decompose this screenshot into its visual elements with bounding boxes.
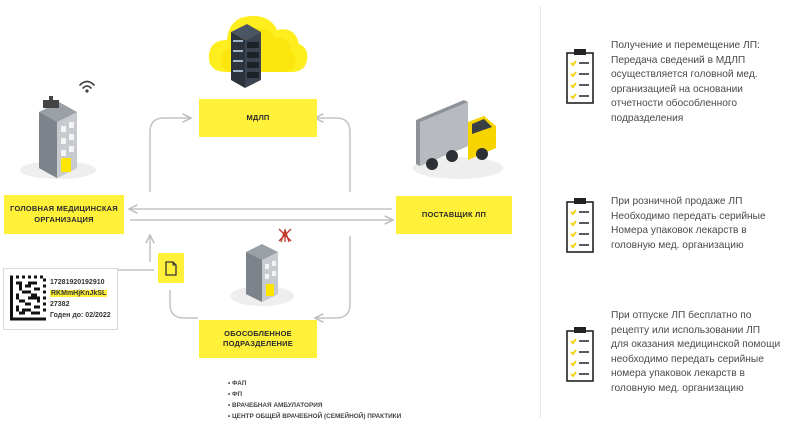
datamatrix-icon <box>10 275 46 321</box>
arrow-head-to-mdlp <box>149 118 190 192</box>
building-icon <box>230 244 294 306</box>
branch-types-list: ФАП ФП ВРАЧЕБНАЯ АМБУЛАТОРИЯ ЦЕНТР ОБЩЕЙ… <box>228 378 401 422</box>
note-3: При отпуске ЛП бесплатно по рецепту или … <box>611 310 781 394</box>
datamatrix-line-3: 27382 <box>50 301 70 308</box>
document-badge <box>158 253 184 283</box>
checklist-icon <box>566 49 594 104</box>
note-1: Получение и перемещение ЛП: Передача све… <box>611 40 760 124</box>
list-item: ФП <box>228 389 401 400</box>
note-2: При розничной продаже ЛП Необходимо пере… <box>611 196 766 251</box>
panel-divider <box>540 6 541 418</box>
list-item: ВРАЧЕБНАЯ АМБУЛАТОРИЯ <box>228 400 401 411</box>
building-icon <box>20 96 96 179</box>
no-signal-icon <box>278 227 292 243</box>
datamatrix-label: 17281920192910 RKMmHjKnJkSL 27382 Годен … <box>3 268 118 330</box>
node-mdlp: МДЛП <box>199 99 317 137</box>
truck-icon <box>413 100 503 179</box>
arrow-supplier-to-mdlp <box>316 118 351 192</box>
checklist-icon <box>566 327 594 382</box>
node-supplier: ПОСТАВЩИК ЛП <box>396 196 512 234</box>
server-cloud-icon <box>208 16 308 88</box>
list-item: ЦЕНТР ОБЩЕЙ ВРАЧЕБНОЙ (СЕМЕЙНОЙ) ПРАКТИК… <box>228 411 401 422</box>
node-branch: ОБОСОБЛЕННОЕ ПОДРАЗДЕЛЕНИЕ <box>199 320 317 358</box>
checklist-icon <box>566 198 594 253</box>
datamatrix-expiry: Годен до: 02/2022 <box>50 312 111 319</box>
datamatrix-line-2: RKMmHjKnJkSL <box>50 290 108 297</box>
arrow-supplier-to-branch <box>316 236 351 318</box>
wifi-icon <box>79 80 95 93</box>
arrow-branch-to-head <box>150 236 198 319</box>
document-icon <box>165 260 177 276</box>
datamatrix-line-1: 17281920192910 <box>50 279 105 286</box>
node-head-org: ГОЛОВНАЯ МЕДИЦИНСКАЯ ОРГАНИЗАЦИЯ <box>4 195 124 234</box>
list-item: ФАП <box>228 378 401 389</box>
